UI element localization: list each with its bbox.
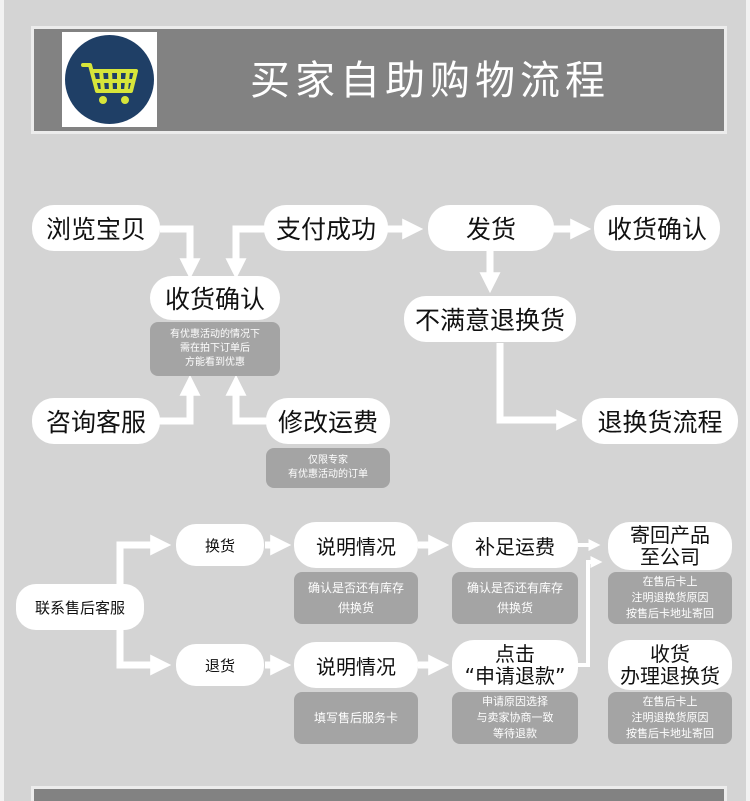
explain-situation-return-node: 说明情况 (294, 642, 418, 688)
node-line: 至公司 (640, 545, 700, 569)
node-line: 收货 (650, 642, 690, 666)
return-node: 退货 (176, 644, 264, 686)
ship-node: 发货 (428, 205, 554, 251)
note-line: 与卖家协商一致 (476, 711, 554, 724)
note-line: 申请原因选择 (482, 695, 548, 708)
note-line: 在售后卡上 (642, 575, 698, 588)
logo (62, 32, 157, 127)
click-refund-node: 点击 “申请退款” (452, 640, 578, 690)
node-line: “申请退款” (464, 664, 566, 688)
browse-node: 浏览宝贝 (32, 205, 160, 251)
explain-situation-exchange-node: 说明情况 (294, 522, 418, 568)
contact-after-sales-node: 联系售后客服 (16, 584, 144, 630)
page-title: 买家自助购物流程 (250, 58, 610, 104)
receive-process-note: 在售后卡上 注明退换货原因 按售后卡地址寄回 (608, 692, 732, 744)
confirm-receipt-note: 有优惠活动的情况下 需在拍下订单后 方能看到优惠 (150, 322, 280, 376)
logo-circle (65, 35, 154, 124)
modify-shipping-node: 修改运费 (266, 398, 390, 444)
note-line: 供换货 (337, 601, 374, 615)
explain-exchange-note: 确认是否还有库存 供换货 (294, 572, 418, 624)
note-line: 有优惠活动的情况下 (170, 329, 260, 340)
node-line: 办理退换货 (620, 664, 720, 688)
note-line: 确认是否还有库存 (307, 581, 404, 595)
payment-success-node: 支付成功 (264, 205, 388, 251)
note-line: 等待退款 (493, 727, 537, 740)
node-line: 点击 (495, 642, 535, 666)
supplement-shipping-note: 确认是否还有库存 供换货 (452, 572, 578, 624)
shopping-cart-icon (81, 63, 138, 104)
footer-bar (31, 786, 727, 801)
note-line: 方能看到优惠 (185, 357, 245, 368)
note-line: 填写售后服务卡 (313, 711, 398, 725)
note-line: 确认是否还有库存 (466, 581, 563, 595)
node-line: 寄回产品 (630, 523, 710, 547)
note-line: 按售后卡地址寄回 (626, 607, 714, 620)
unsatisfied-return-node: 不满意退换货 (404, 296, 576, 342)
note-line: 供换货 (496, 601, 533, 615)
explain-return-note: 填写售后服务卡 (294, 692, 418, 744)
send-back-node: 寄回产品 至公司 (608, 522, 732, 570)
note-line: 需在拍下订单后 (180, 343, 250, 354)
exchange-node: 换货 (176, 524, 264, 566)
consult-service-node: 咨询客服 (32, 398, 160, 444)
note-line: 在售后卡上 (642, 695, 698, 708)
note-line: 注明退换货原因 (631, 711, 709, 724)
note-line: 按售后卡地址寄回 (626, 727, 714, 740)
note-line: 有优惠活动的订单 (288, 469, 368, 480)
note-line: 仅限专家 (308, 455, 348, 466)
note-line: 注明退换货原因 (631, 591, 709, 604)
confirm-receipt-center-node: 收货确认 (150, 276, 280, 320)
send-back-note: 在售后卡上 注明退换货原因 按售后卡地址寄回 (608, 572, 732, 624)
refund-note: 申请原因选择 与卖家协商一致 等待退款 (452, 692, 578, 744)
confirm-receipt-right-node: 收货确认 (594, 205, 720, 251)
frame-right-edge (746, 0, 750, 801)
supplement-shipping-node: 补足运费 (452, 522, 578, 568)
return-process-node: 退换货流程 (582, 398, 738, 444)
modify-shipping-note: 仅限专家 有优惠活动的订单 (266, 448, 390, 488)
frame-left-edge (0, 0, 4, 801)
receive-process-node: 收货 办理退换货 (608, 640, 732, 690)
